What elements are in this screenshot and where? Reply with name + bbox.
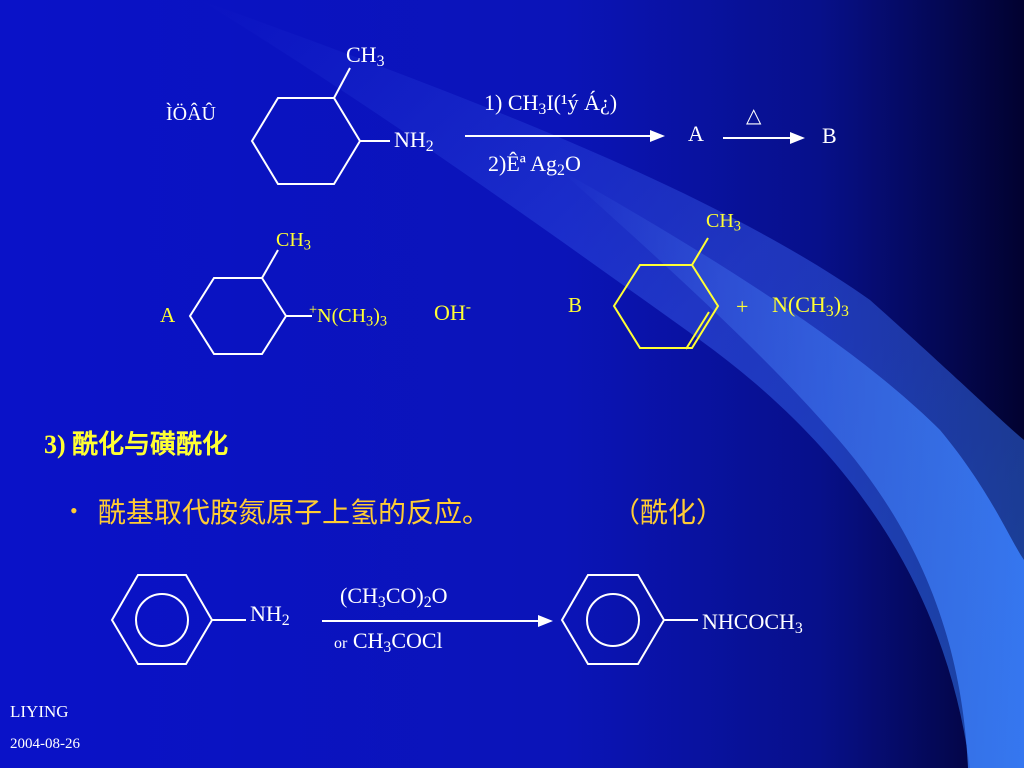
bullet-text: 酰基取代胺氮原子上氢的反应。	[98, 498, 491, 529]
product-b-label: B	[822, 123, 837, 148]
methyl-group-label: CH3	[346, 42, 385, 70]
structure-b-plus: +	[736, 294, 749, 319]
structure-a-hydroxide: OH-	[434, 298, 472, 325]
structure-a-ammonium: +N(CH3)3	[309, 302, 388, 330]
acetanilide-group-label: NHCOCH3	[702, 609, 803, 637]
trimethylamine-label: N(CH3)3	[772, 292, 849, 320]
footer-date: 2004-08-26	[10, 736, 80, 752]
structure-a-methyl: CH3	[276, 229, 311, 254]
structure-b-label: B	[568, 293, 583, 317]
reactant-label: ÌÖÂÛ	[166, 103, 216, 125]
bullet-point: •	[70, 498, 78, 523]
reagent-acetyl-chloride: or CH3COCl	[334, 628, 443, 656]
footer-author: LIYING	[10, 702, 69, 721]
bullet-note: （酰化）	[612, 498, 725, 529]
reagent-acetic-anhydride: (CH3CO)2O	[340, 583, 448, 611]
structure-b-methyl: CH3	[706, 210, 741, 235]
aniline-amine-label: NH2	[250, 601, 290, 629]
reagent-step-1: 1) CH3I(¹ý Á¿)	[484, 90, 618, 118]
heat-symbol: △	[746, 105, 762, 127]
structure-a-label: A	[160, 303, 176, 327]
product-a-label: A	[688, 121, 704, 146]
amine-group-label: NH2	[394, 127, 434, 155]
section-heading: 3) 酰化与磺酰化	[44, 430, 229, 459]
reagent-step-2: 2)Êª Ag2O	[488, 151, 581, 179]
